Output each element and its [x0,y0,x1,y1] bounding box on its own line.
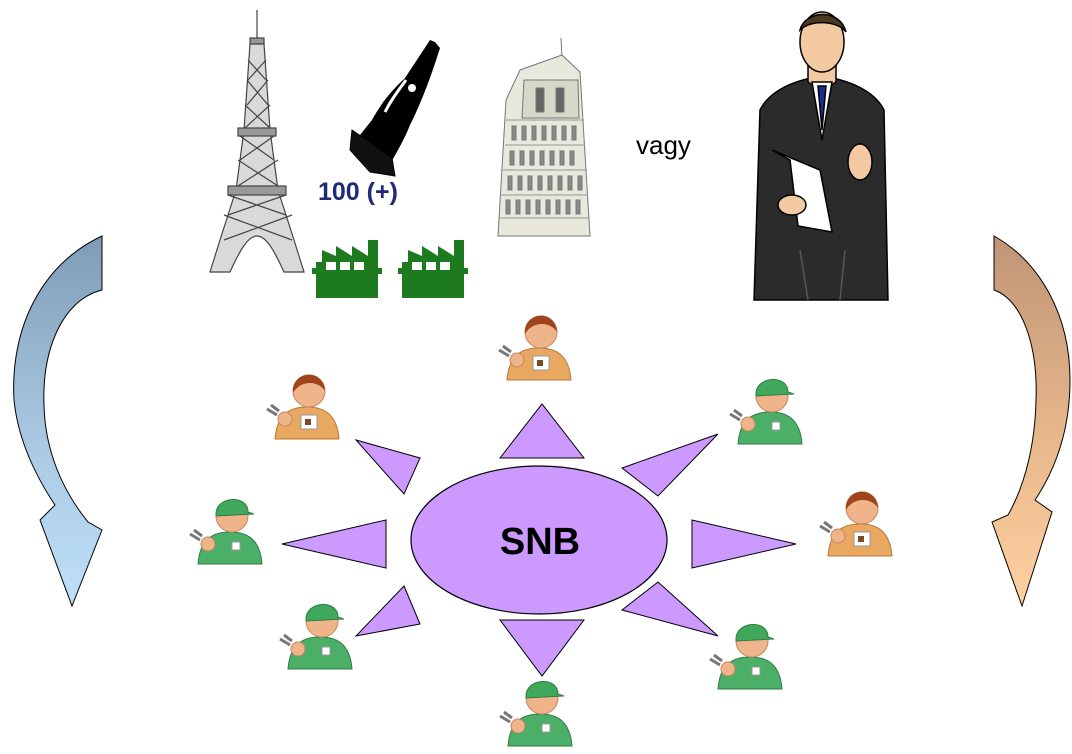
ray-down-right [620,581,719,637]
mechanic-worker-icon [189,499,263,565]
ray-right [691,519,797,569]
mechanic-worker-icon [709,624,783,690]
mechanic-worker-icon [499,681,573,747]
mechanic-worker-icon [729,379,803,445]
woman-worker-icon [819,491,893,557]
leaning-tower-icon [497,37,591,237]
hub-ellipse [410,465,668,615]
or-label: vagy [636,130,691,160]
mechanic-worker-icon [279,604,353,670]
ray-up-left [354,439,421,495]
factory-icon-1 [312,240,382,298]
ray-left [281,519,387,569]
left-curved-arrow [13,235,103,608]
pen-nib-icon [349,40,440,177]
right-curved-arrow [991,235,1071,608]
ray-up-right [620,433,719,497]
ray-down [499,619,585,677]
ray-up [498,403,586,459]
hub-rays [281,403,797,677]
factory-icon-2 [398,240,468,298]
woman-worker-icon [498,315,572,381]
eiffel-tower-icon [209,10,305,273]
hub-label: SNB [499,521,581,563]
woman-worker-icon [266,374,340,440]
count-label: 100 (+) [318,178,398,206]
businessman-icon [753,11,889,301]
ray-down-left [354,585,421,637]
